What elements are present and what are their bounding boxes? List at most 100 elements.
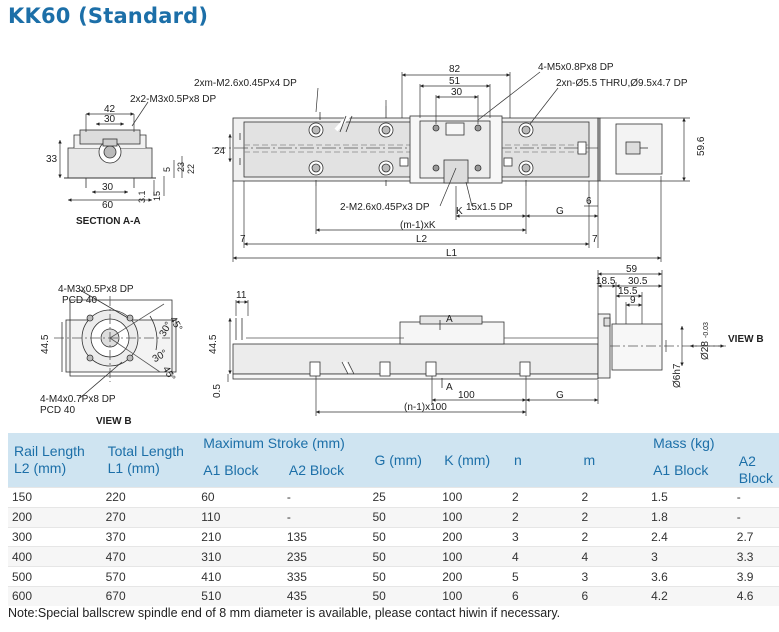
dim-15-5: 15.5 xyxy=(618,286,638,297)
table-cell: 100 xyxy=(438,546,508,567)
footnote: Note:Special ballscrew spindle end of 8 … xyxy=(8,606,561,620)
callout-4-m4: 4-M4x0.7Px8 DP xyxy=(40,394,116,405)
dim-30-section-bottom: 30 xyxy=(102,182,114,193)
table-cell: 1.8 xyxy=(647,506,733,528)
table-cell: 3.3 xyxy=(732,546,779,567)
dim-l1: L1 xyxy=(446,248,458,259)
technical-drawing: 42 30 33 30 60 15 3.1 5 23 22 2x2-M3x0.5… xyxy=(40,62,764,427)
dim-15: 15 xyxy=(152,191,162,201)
table-cell: 6 xyxy=(577,585,648,606)
col-mass-a1: A1 Block xyxy=(647,453,733,488)
side-view xyxy=(232,313,726,388)
table-cell: 100 xyxy=(438,506,508,528)
section-a-a-dimensions xyxy=(58,101,183,202)
table-cell: 370 xyxy=(101,526,198,547)
table-cell: 2.4 xyxy=(647,526,733,547)
table-cell: 50 xyxy=(368,506,439,528)
table-cell: 50 xyxy=(368,585,439,606)
dim-5: 5 xyxy=(162,167,172,172)
dim-0-5: 0.5 xyxy=(212,384,223,398)
dim-m1-k: (m-1)xK xyxy=(400,220,436,231)
table-cell: 4 xyxy=(577,546,648,567)
table-cell: 60 xyxy=(197,487,283,508)
col-mass: Mass (kg) xyxy=(647,433,779,453)
dim-n1-100: (n-1)x100 xyxy=(404,402,447,413)
callout-4-m3: 4-M3x0.5Px8 DP xyxy=(58,284,134,295)
callout-4-m5: 4-M5x0.8Px8 DP xyxy=(538,62,614,73)
table-cell: 50 xyxy=(368,546,439,567)
table-cell: 4 xyxy=(507,546,578,567)
table-cell: 5 xyxy=(507,566,578,587)
table-cell: - xyxy=(732,506,779,528)
dim-59-6: 59.6 xyxy=(696,136,707,156)
col-n: n xyxy=(507,433,578,488)
dim-7-left: 7 xyxy=(240,234,246,245)
dim-82: 82 xyxy=(449,64,461,75)
page-title: KK60 (Standard) xyxy=(8,4,209,28)
col-a2-block: A2 Block xyxy=(282,453,369,488)
table-cell: 3 xyxy=(577,566,648,587)
table-cell: 3.9 xyxy=(732,566,779,587)
dim-59: 59 xyxy=(626,264,638,275)
table-cell: 600 xyxy=(8,585,102,606)
col-mass-a2: A2 Block xyxy=(732,453,779,488)
col-a1-block: A1 Block xyxy=(197,453,283,488)
table-cell: 150 xyxy=(8,487,102,508)
table-cell: - xyxy=(282,506,369,528)
table-cell: - xyxy=(732,487,779,508)
callout-15x1-5: 15x1.5 DP xyxy=(466,202,513,213)
table-cell: 2 xyxy=(507,487,578,508)
callout-pcd-bottom: PCD 40 xyxy=(40,405,75,416)
table-cell: 2 xyxy=(577,487,648,508)
table-cell: 200 xyxy=(8,506,102,528)
callout-2x2-m3: 2x2-M3x0.5Px8 DP xyxy=(130,94,216,105)
dim-phi6: Ø6h7 xyxy=(672,363,683,388)
top-view xyxy=(212,106,663,186)
dim-3-1: 3.1 xyxy=(137,190,147,203)
dim-g-side: G xyxy=(556,390,564,401)
table-cell: 2.7 xyxy=(732,526,779,547)
table-cell: 2 xyxy=(577,526,648,547)
view-b-label: VIEW B xyxy=(96,416,132,427)
table-cell: 3 xyxy=(647,546,733,567)
table-cell: 200 xyxy=(438,526,508,547)
table-cell: 2 xyxy=(507,506,578,528)
dim-100: 100 xyxy=(458,390,475,401)
section-a-a-label: SECTION A-A xyxy=(76,216,141,227)
table-cell: 100 xyxy=(438,487,508,508)
callout-2xm-m2-6: 2xm-M2.6x0.45Px4 DP xyxy=(194,78,297,89)
table-cell: 210 xyxy=(197,526,283,547)
table-cell: 2 xyxy=(577,506,648,528)
dim-g-top: G xyxy=(556,206,564,217)
section-marker-bottom: A xyxy=(446,382,453,393)
dim-phi28: Ø28 xyxy=(700,341,711,360)
dim-24: 24 xyxy=(214,146,226,157)
dim-7-right: 7 xyxy=(592,234,598,245)
table-cell: 235 xyxy=(282,546,369,567)
table-subheader-row: A1 Block A2 Block A1 Block A2 Block xyxy=(8,453,779,488)
callout-2xn-thru: 2xn-Ø5.5 THRU,Ø9.5x4.7 DP xyxy=(556,78,688,89)
dim-6: 6 xyxy=(586,196,592,207)
col-k: K (mm) xyxy=(438,433,508,488)
dim-30-5: 30.5 xyxy=(628,276,648,287)
col-m: m xyxy=(577,433,648,488)
dim-33: 33 xyxy=(46,154,58,165)
table-cell: 135 xyxy=(282,526,369,547)
col-g: G (mm) xyxy=(368,433,439,488)
table-cell: 670 xyxy=(101,585,198,606)
table-cell: 6 xyxy=(507,585,578,606)
table-cell: 270 xyxy=(101,506,198,528)
table-cell: 570 xyxy=(101,566,198,587)
table-cell: 3.6 xyxy=(647,566,733,587)
side-view-dimensions xyxy=(227,270,724,416)
table-cell: - xyxy=(282,487,369,508)
